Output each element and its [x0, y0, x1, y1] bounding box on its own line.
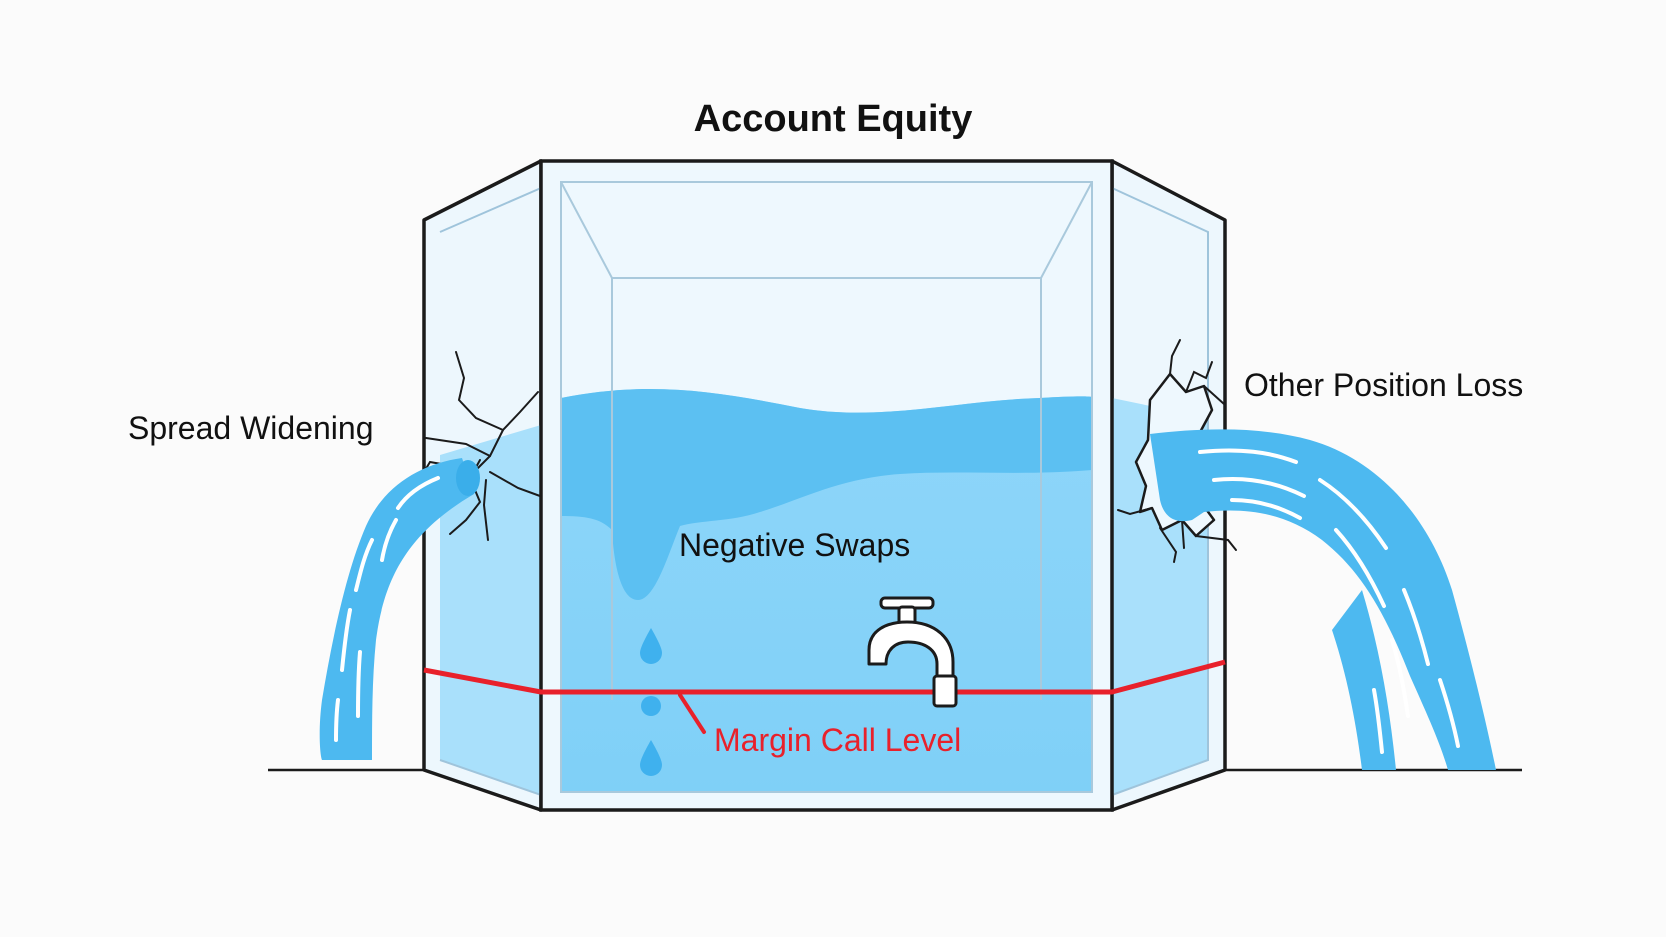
- label-negative-swaps: Negative Swaps: [679, 527, 911, 563]
- label-margin-call-level: Margin Call Level: [714, 722, 962, 758]
- water-surface: [561, 389, 1092, 600]
- crack-icon: [423, 351, 541, 541]
- margin-call-pointer: [678, 693, 706, 734]
- tank-inner-edges: [560, 181, 1093, 793]
- label-spread-widening: Spread Widening: [128, 410, 374, 446]
- crack-icon: [1117, 339, 1237, 563]
- water-drop-icon: [640, 740, 662, 776]
- water-drop-icon: [640, 628, 662, 664]
- water-stream-icon: [319, 458, 480, 760]
- water-stream-icon: [1150, 429, 1496, 770]
- diagram-title: Account Equity: [693, 98, 973, 140]
- label-other-position-loss: Other Position Loss: [1244, 367, 1524, 403]
- tank-left-panel-water: [440, 425, 541, 795]
- faucet-icon: [867, 596, 958, 708]
- margin-call-line: [423, 659, 1226, 695]
- water-drop-icon: [641, 696, 661, 716]
